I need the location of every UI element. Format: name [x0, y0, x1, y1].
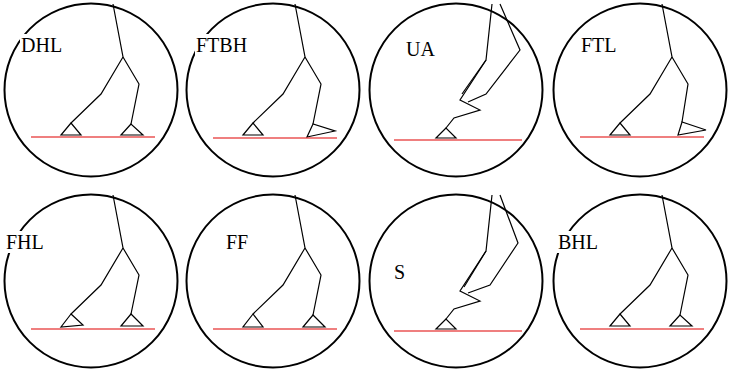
circle-frame: FTBH	[185, 2, 361, 178]
gait-label: BHL	[557, 231, 599, 253]
gait-label: FHL	[5, 231, 45, 253]
gait-label: FTBH	[195, 34, 248, 56]
circle-outline	[3, 2, 179, 178]
circle-outline	[368, 2, 544, 178]
circle-frame: FTL	[552, 2, 728, 178]
gait-label: S	[393, 261, 406, 283]
gait-label: DHL	[20, 34, 63, 56]
circle-outline	[552, 193, 728, 369]
circle-frame: S	[368, 193, 544, 369]
circle-frame: DHL	[3, 2, 179, 178]
circle-outline	[185, 2, 361, 178]
circle-frame: BHL	[552, 193, 728, 369]
circle-frame: FHL	[3, 193, 179, 369]
gait-label: FF	[225, 231, 249, 253]
gait-label: UA	[405, 38, 436, 60]
circle-frame: UA	[368, 2, 544, 178]
circle-outline	[3, 193, 179, 369]
circle-outline	[552, 2, 728, 178]
circle-frame: FF	[185, 193, 361, 369]
gait-label: FTL	[580, 34, 618, 56]
circle-outline	[185, 193, 361, 369]
